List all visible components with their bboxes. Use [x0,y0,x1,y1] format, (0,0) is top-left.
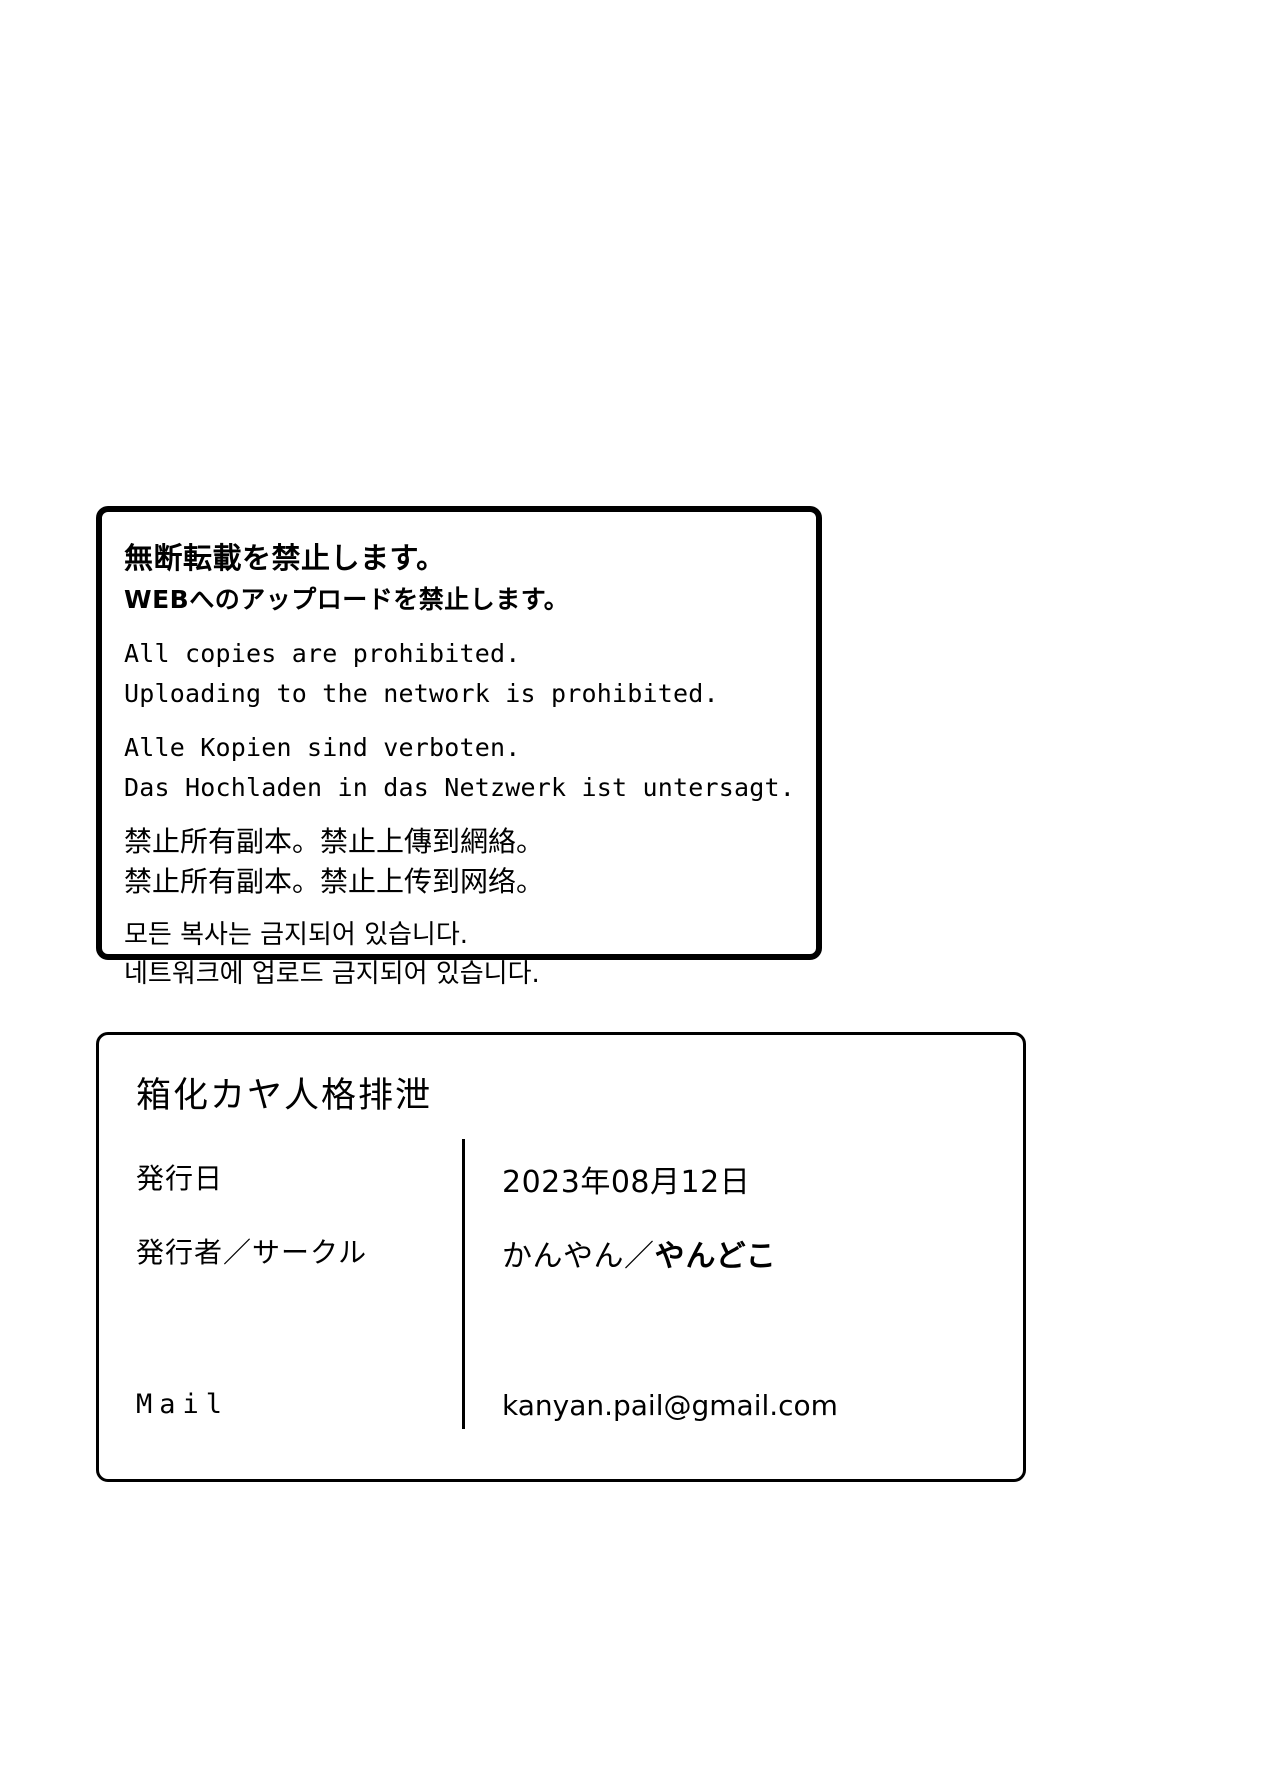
colophon-value-publication-date: 2023年08月12日 [502,1165,751,1200]
colophon-value-mail: kanyan.pail@gmail.com [502,1389,838,1422]
work-title: 箱化カヤ人格排泄 [136,1076,433,1116]
notice-line-en-1: All copies are prohibited. [124,639,521,668]
notice-group-chinese: 禁止所有副本。禁止上傳到網絡。 禁止所有副本。禁止上传到网络。 [124,822,816,902]
table-row: 発行日 2023年08月12日 [136,1157,976,1231]
notice-line-zh-hant: 禁止所有副本。禁止上傳到網絡。 [124,825,545,858]
table-row: 発行者／サークル かんやん／やんどこ [136,1231,976,1305]
notice-content: 無断転載を禁止します。 WEBへのアップロードを禁止します。 All copie… [102,512,816,994]
publisher-name: かんやん／ [502,1239,655,1274]
notice-group-japanese: 無断転載を禁止します。 WEBへのアップロードを禁止します。 [124,538,816,620]
notice-line-de-1: Alle Kopien sind verboten. [124,733,521,762]
notice-line-de-2: Das Hochladen in das Netzwerk ist unters… [124,773,796,802]
notice-group-korean: 모든 복사는 금지되어 있습니다. 네트워크에 업로드 금지되어 있습니다. [124,916,816,994]
colophon-row-spacer [136,1305,976,1389]
notice-group-english: All copies are prohibited. Uploading to … [124,634,816,714]
notice-line-ko-1: 모든 복사는 금지되어 있습니다. [124,920,469,950]
notice-line-ko-2: 네트워크에 업로드 금지되어 있습니다. [124,959,540,989]
colophon-key-publication-date: 発行日 [136,1162,224,1195]
copyright-notice-box: 無断転載を禁止します。 WEBへのアップロードを禁止します。 All copie… [96,506,822,989]
notice-line-zh-hans: 禁止所有副本。禁止上传到网络。 [124,865,545,898]
circle-name: やんどこ [654,1239,777,1274]
colophon-key-publisher-circle: 発行者／サークル [136,1236,368,1269]
colophon-value-publisher-circle: かんやん／やんどこ [462,1231,777,1275]
table-row: Mail kanyan.pail@gmail.com [136,1389,976,1463]
notice-line-en-2: Uploading to the network is prohibited. [124,679,719,708]
colophon-key-mail: Mail [136,1389,230,1420]
notice-line-jp-2: WEBへのアップロードを禁止します。 [124,585,570,614]
notice-group-german: Alle Kopien sind verboten. Das Hochladen… [124,728,816,808]
colophon-table: 発行日 2023年08月12日 発行者／サークル かんやん／やんどこ Mail … [136,1157,976,1463]
colophon-column-divider [462,1139,465,1429]
notice-line-jp-1: 無断転載を禁止します。 [124,541,446,575]
colophon-box: 箱化カヤ人格排泄 発行日 2023年08月12日 発行者／サークル かんやん／や… [96,1032,1026,1482]
